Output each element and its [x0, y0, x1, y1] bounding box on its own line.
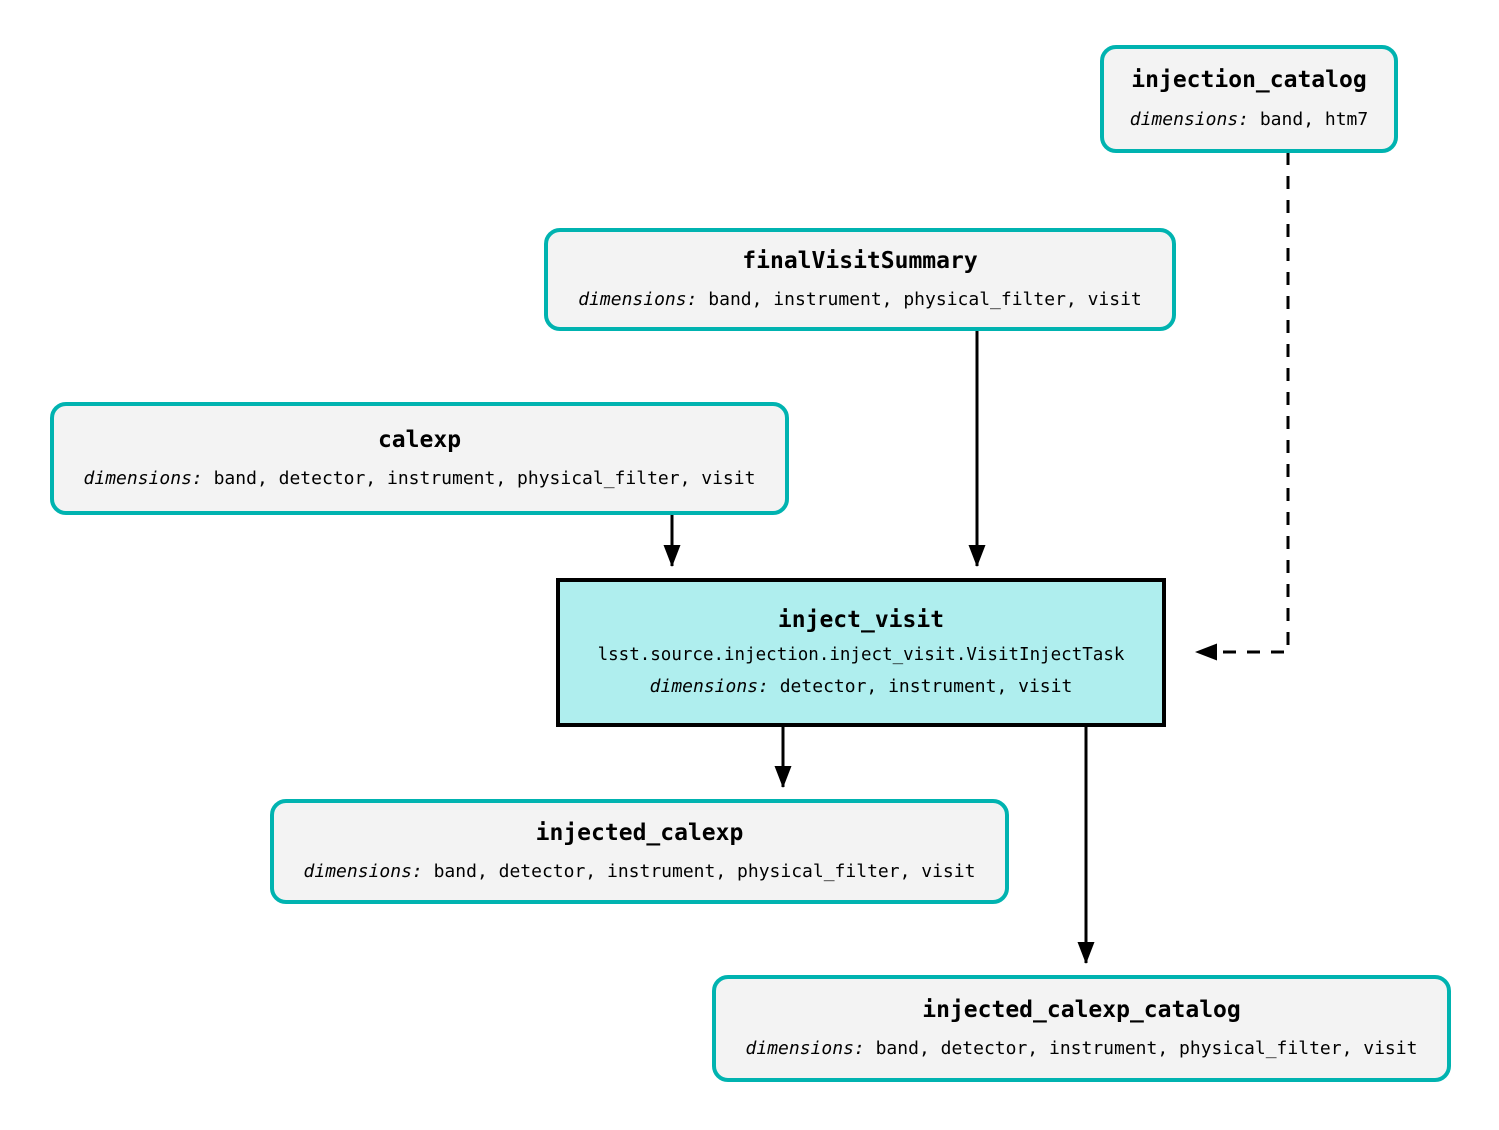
dimensions-values: band, detector, instrument, physical_fil…: [433, 861, 976, 883]
dimensions-values: band, htm7: [1259, 108, 1369, 130]
node-task-class-inject-visit: lsst.source.injection.inject_visit.Visit…: [597, 644, 1125, 665]
node-injected-calexp[interactable]: injected_calexp dimensions: band, detect…: [270, 799, 1009, 904]
dimensions-values: band, detector, instrument, physical_fil…: [875, 1038, 1418, 1060]
node-title-injected-calexp-catalog: injected_calexp_catalog: [922, 996, 1241, 1023]
edge-injection-catalog-to-inject-visit: [1195, 152, 1290, 661]
dimensions-values: band, instrument, physical_filter, visit: [708, 289, 1142, 311]
node-title-injected-calexp: injected_calexp: [535, 819, 744, 846]
dimensions-label: dimensions:: [578, 289, 698, 311]
dimensions-label: dimensions:: [745, 1038, 865, 1060]
node-final-visit-summary[interactable]: finalVisitSummary dimensions: band, inst…: [544, 228, 1176, 331]
node-title-final-visit-summary: finalVisitSummary: [742, 247, 978, 274]
node-inject-visit[interactable]: inject_visit lsst.source.injection.injec…: [556, 578, 1166, 727]
node-injected-calexp-catalog[interactable]: injected_calexp_catalog dimensions: band…: [712, 975, 1451, 1082]
dimensions-values: band, detector, instrument, physical_fil…: [213, 468, 756, 490]
dimensions-label: dimensions:: [1129, 108, 1249, 130]
node-title-inject-visit: inject_visit: [777, 607, 945, 634]
node-dimensions-injected-calexp-catalog: dimensions: band, detector, instrument, …: [746, 1039, 1418, 1059]
node-dimensions-inject-visit: dimensions: detector, instrument, visit: [649, 675, 1073, 697]
node-title-injection-catalog: injection_catalog: [1131, 67, 1367, 94]
dimensions-values: detector, instrument, visit: [779, 675, 1073, 697]
node-calexp[interactable]: calexp dimensions: band, detector, instr…: [50, 402, 789, 515]
node-title-calexp: calexp: [377, 426, 462, 453]
node-dimensions-injected-calexp: dimensions: band, detector, instrument, …: [304, 862, 976, 882]
dimensions-label: dimensions:: [83, 468, 203, 490]
dimensions-label: dimensions:: [303, 861, 423, 883]
node-dimensions-calexp: dimensions: band, detector, instrument, …: [84, 469, 756, 489]
dimensions-label: dimensions:: [649, 675, 769, 697]
node-dimensions-injection-catalog: dimensions: band, htm7: [1129, 108, 1369, 130]
node-injection-catalog[interactable]: injection_catalog dimensions: band, htm7: [1100, 45, 1398, 153]
node-dimensions-final-visit-summary: dimensions: band, instrument, physical_f…: [578, 290, 1142, 310]
